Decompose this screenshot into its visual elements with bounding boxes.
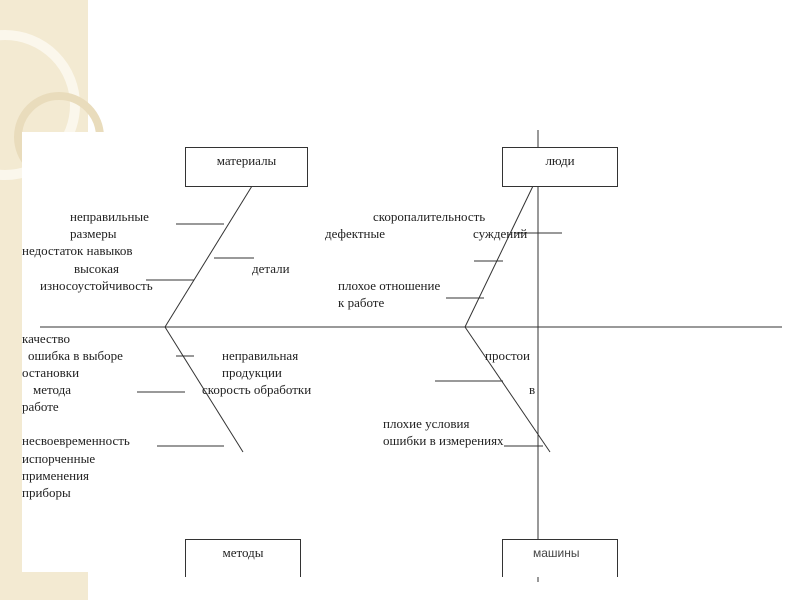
cause-label: скоропалительность bbox=[373, 209, 486, 224]
bone-people bbox=[464, 185, 534, 328]
cause-label: применения bbox=[22, 468, 90, 483]
category-label-materials: материалы bbox=[216, 153, 277, 168]
bone-machines bbox=[464, 326, 551, 453]
cause-label: скорость обработки bbox=[202, 382, 312, 397]
cause-label: простои bbox=[485, 348, 531, 363]
cause-label: плохие условия bbox=[383, 416, 470, 431]
category-label-people: люди bbox=[545, 153, 575, 168]
bone-materials bbox=[164, 185, 253, 328]
cause-label: остановки bbox=[22, 365, 80, 380]
cause-label: ошибка в выборе bbox=[28, 348, 123, 363]
cause-label: износоустойчивость bbox=[40, 278, 153, 293]
cause-label: метода bbox=[33, 382, 72, 397]
category-box-machines: машины bbox=[502, 539, 618, 577]
cause-label: плохое отношение bbox=[338, 278, 441, 293]
category-box-methods: методы bbox=[185, 539, 301, 577]
cause-label: неправильные bbox=[70, 209, 149, 224]
cause-label: несвоевременность bbox=[22, 433, 130, 448]
cause-label: в bbox=[529, 382, 536, 397]
effect-label: качество bbox=[22, 331, 71, 346]
category-box-materials: материалы bbox=[185, 147, 308, 187]
category-label-methods: методы bbox=[222, 545, 264, 560]
cause-label: размеры bbox=[70, 226, 117, 241]
cause-label: недостаток навыков bbox=[22, 243, 133, 258]
cause-label: приборы bbox=[22, 485, 71, 500]
cause-label: неправильная bbox=[222, 348, 299, 363]
cause-label: высокая bbox=[74, 261, 120, 276]
cause-label: детали bbox=[252, 261, 290, 276]
category-box-people: люди bbox=[502, 147, 618, 187]
cause-label: ошибки в измерениях bbox=[383, 433, 504, 448]
cause-label: дефектные bbox=[325, 226, 386, 241]
cause-label: к работе bbox=[338, 295, 385, 310]
diagram-panel bbox=[22, 132, 800, 572]
cause-label: работе bbox=[22, 399, 59, 414]
bone-methods bbox=[164, 326, 244, 453]
cause-label: продукции bbox=[222, 365, 282, 380]
cause-label: суждений bbox=[473, 226, 528, 241]
cause-label: испорченные bbox=[22, 451, 96, 466]
category-label-machines: машины bbox=[533, 546, 580, 560]
